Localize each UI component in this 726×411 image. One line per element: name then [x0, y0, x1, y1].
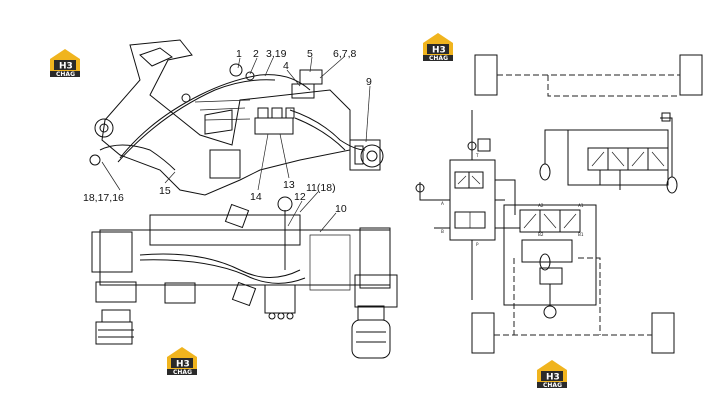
callout-6-7-8: 6,7,8	[333, 48, 357, 60]
callout-11-18: 11(18)	[306, 182, 336, 194]
svg-text:T: T	[475, 153, 479, 158]
svg-text:B1: B1	[578, 232, 584, 237]
svg-text:B2: B2	[538, 232, 544, 237]
svg-text:CHAG: CHAG	[543, 382, 562, 389]
wheel-front-left	[474, 54, 498, 96]
svg-text:CHAG: CHAG	[429, 55, 448, 62]
logo-top-left: H3 CHAG	[50, 49, 80, 78]
wheel-rear-right	[651, 312, 675, 354]
loader-top-view	[91, 196, 398, 359]
wheel-rear-left	[471, 312, 495, 354]
callout-12: 12	[294, 191, 306, 203]
svg-text:H3: H3	[176, 360, 190, 370]
callout-numbers: 1 2 3,19 4 5 6,7,8 9 18,17,16 15 14 13 1…	[83, 48, 372, 215]
callout-9: 9	[366, 76, 372, 88]
logo-bottom-left: H3 CHAG	[167, 347, 197, 376]
callout-2: 2	[253, 48, 259, 60]
svg-text:H3: H3	[432, 46, 446, 56]
svg-text:B: B	[441, 229, 444, 234]
svg-text:CHAG: CHAG	[56, 71, 75, 78]
hydraulic-schematic: A B A2 B2 A1 B1 T P	[415, 54, 703, 354]
svg-text:A: A	[441, 201, 444, 206]
callout-15: 15	[159, 185, 171, 197]
callout-3-19: 3,19	[266, 48, 287, 60]
svg-text:H3: H3	[546, 373, 560, 383]
svg-text:A2: A2	[538, 203, 544, 208]
svg-text:H3: H3	[59, 62, 73, 72]
callout-13: 13	[283, 179, 295, 191]
callout-4: 4	[283, 60, 289, 72]
svg-text:A1: A1	[578, 203, 584, 208]
callout-18-17-16: 18,17,16	[83, 192, 124, 204]
logo-bottom-right: H3 CHAG	[537, 360, 567, 389]
callout-10: 10	[335, 203, 347, 215]
svg-text:P: P	[476, 242, 479, 247]
callout-5: 5	[307, 48, 313, 60]
callout-1: 1	[236, 48, 242, 60]
wheel-front-right	[679, 54, 703, 96]
logo-top-right: H3 CHAG	[423, 33, 453, 62]
callout-leaders	[101, 55, 371, 233]
callout-14: 14	[250, 191, 262, 203]
loader-side-view	[89, 39, 384, 196]
svg-text:CHAG: CHAG	[173, 369, 192, 376]
